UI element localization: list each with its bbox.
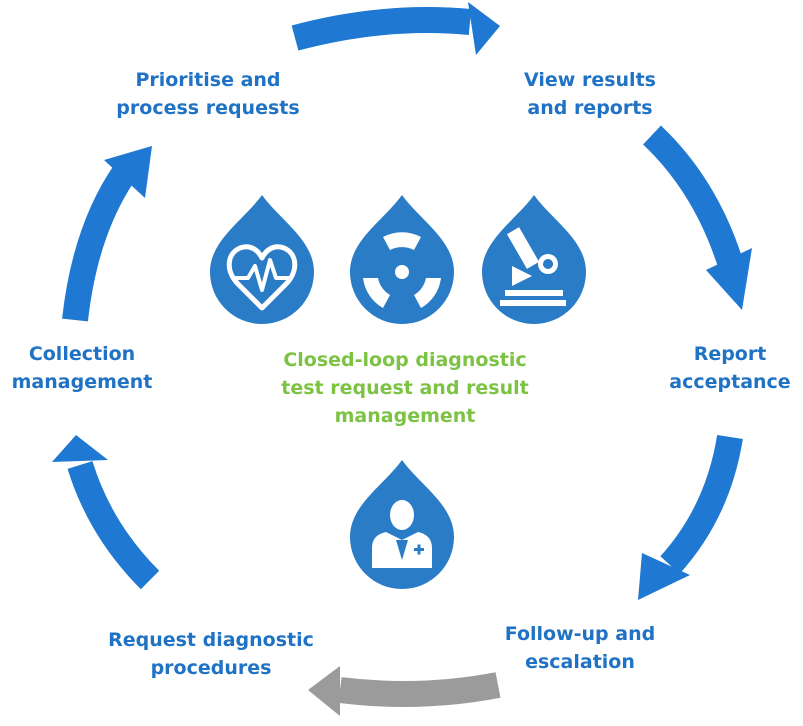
- arrow-followup-to-request: [308, 666, 501, 716]
- step-label-line: process requests: [116, 97, 300, 119]
- step-collection: Collection management: [2, 340, 162, 396]
- doctor-icon: [349, 460, 454, 590]
- heart-monitor-icon: [210, 195, 314, 324]
- step-label-line: Prioritise and: [135, 69, 281, 91]
- step-label-line: Follow-up and: [504, 623, 656, 645]
- step-label-line: management: [11, 371, 153, 393]
- step-label-line: Report: [693, 343, 767, 365]
- step-label-line: procedures: [150, 657, 272, 679]
- step-label-line: View results: [524, 69, 656, 91]
- step-acceptance: Report acceptance: [660, 340, 800, 396]
- center-title-line: management: [334, 405, 476, 427]
- arrow-acceptance-to-followup: [638, 434, 743, 600]
- arrow-prioritise-to-view: [291, 2, 500, 55]
- step-label-line: Request diagnostic: [108, 629, 314, 651]
- step-label-line: escalation: [525, 651, 635, 673]
- microscope-icon: [482, 195, 586, 324]
- arrow-collection-to-prioritise: [62, 146, 152, 322]
- center-title: Closed-loop diagnostic test request and …: [250, 346, 560, 430]
- step-request: Request diagnostic procedures: [96, 626, 326, 682]
- arrow-view-to-acceptance: [642, 125, 752, 310]
- center-title-line: test request and result: [281, 377, 529, 399]
- step-followup: Follow-up and escalation: [490, 620, 670, 676]
- step-prioritise: Prioritise and process requests: [108, 66, 308, 122]
- step-view: View results and reports: [500, 66, 680, 122]
- step-label-line: acceptance: [669, 371, 791, 393]
- arrow-request-to-collection: [52, 435, 160, 590]
- center-title-line: Closed-loop diagnostic: [283, 349, 527, 371]
- radiation-icon: [349, 195, 454, 325]
- step-label-line: Collection: [28, 343, 136, 365]
- step-label-line: and reports: [527, 97, 653, 119]
